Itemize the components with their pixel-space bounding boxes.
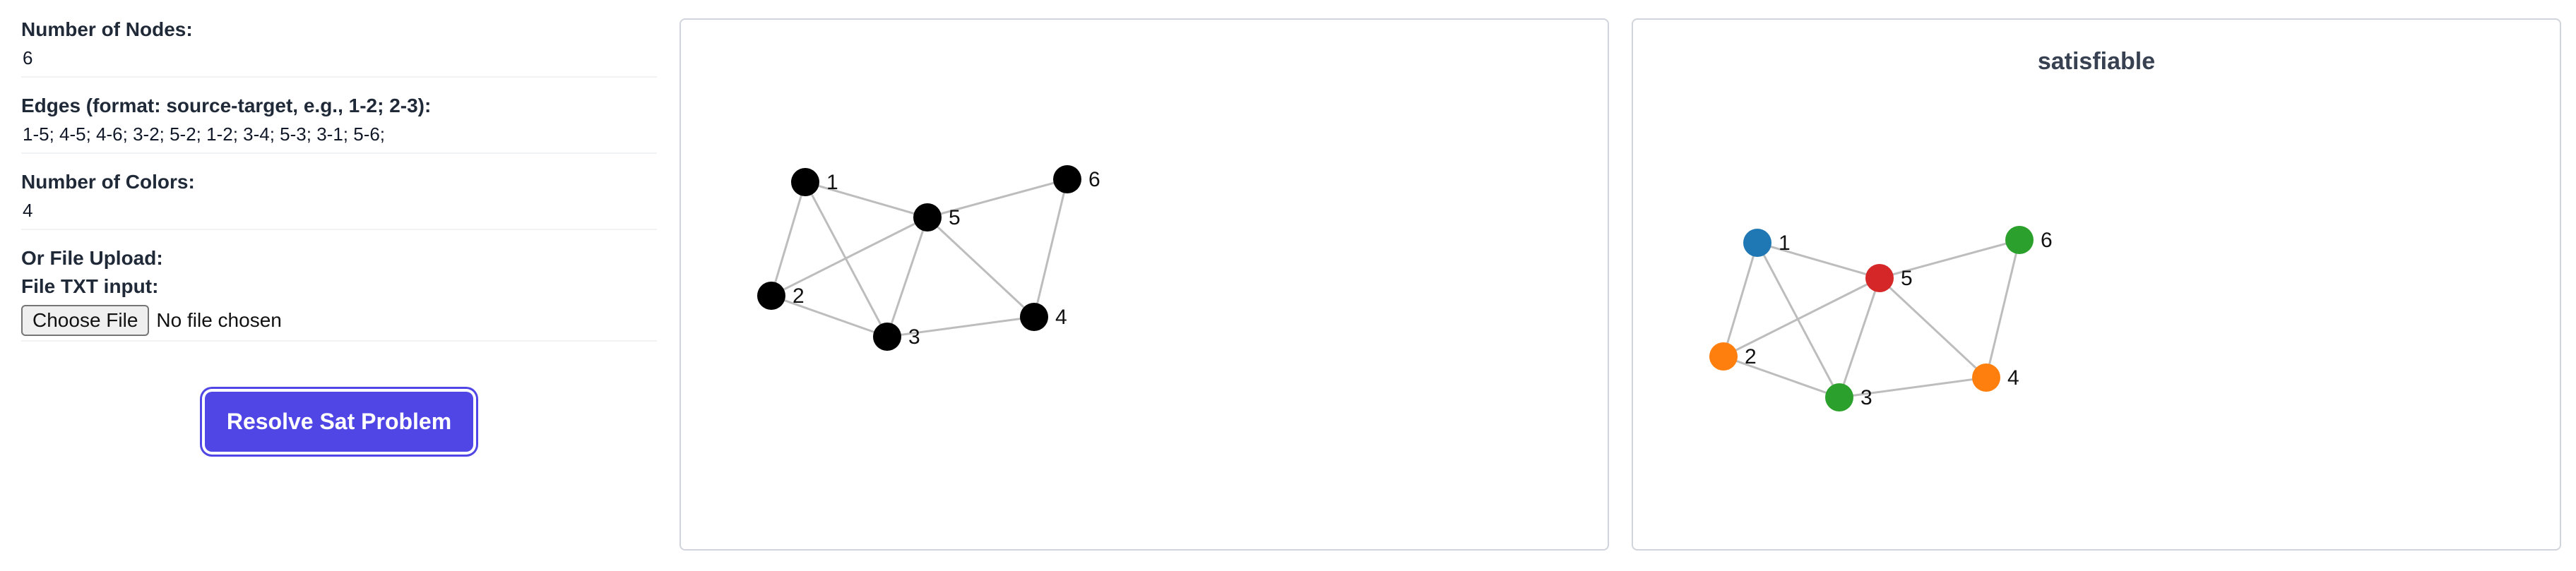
node-label-5: 5 [949, 206, 961, 229]
node-1 [791, 168, 819, 196]
node-3 [1825, 383, 1853, 411]
edge-5-6 [1879, 239, 2020, 280]
node-4 [1972, 363, 2000, 392]
edge-5-3 [886, 217, 929, 337]
edge-5-6 [927, 178, 1068, 219]
edge-3-4 [886, 315, 1035, 338]
input-graph: 1 2 3 4 5 6 [757, 165, 1100, 351]
node-5 [1865, 264, 1894, 292]
result-graph-panel: satisfiable 1 2 3 4 5 6 [1632, 18, 2561, 551]
edge-3-1 [1756, 242, 1841, 398]
edges-input[interactable]: 1-5; 4-5; 4-6; 3-2; 5-2; 1-2; 3-4; 5-3; … [21, 120, 657, 154]
node-label-1: 1 [826, 171, 838, 194]
edge-4-5 [926, 216, 1035, 318]
file-input-label: File TXT input: [21, 275, 159, 297]
input-form: Number of Nodes: 6 Edges (format: source… [21, 16, 657, 342]
file-input: Choose File No file chosen [21, 301, 657, 342]
nodes-label: Number of Nodes: [21, 18, 193, 40]
edge-3-4 [1839, 376, 1987, 399]
node-1 [1743, 229, 1771, 257]
result-title: satisfiable [2037, 48, 2156, 75]
node-label-2: 2 [1745, 345, 1757, 368]
node-label-4: 4 [1055, 306, 1067, 329]
node-6 [1053, 165, 1081, 193]
node-label-2: 2 [793, 284, 805, 308]
result-graph: 1 2 3 4 5 6 [1709, 226, 2053, 411]
nodes-input[interactable]: 6 [21, 44, 657, 78]
edge-1-2 [1722, 242, 1759, 357]
node-5 [913, 203, 942, 232]
node-label-3: 3 [908, 325, 920, 349]
edge-5-2 [1723, 277, 1880, 358]
edge-4-6 [1985, 239, 2021, 378]
choose-file-button[interactable]: Choose File [21, 305, 150, 336]
node-label-1: 1 [1779, 232, 1791, 255]
edge-1-5 [1757, 241, 1880, 280]
edge-3-2 [1723, 355, 1840, 399]
node-label-6: 6 [1088, 168, 1100, 191]
node-label-5: 5 [1901, 267, 1913, 290]
node-2 [757, 282, 785, 310]
colors-input[interactable]: 4 [21, 196, 657, 230]
node-4 [1020, 303, 1048, 331]
edge-4-6 [1033, 179, 1069, 318]
node-label-3: 3 [1860, 386, 1872, 409]
node-3 [873, 323, 901, 351]
edge-4-5 [1878, 277, 1988, 379]
node-6 [2005, 226, 2034, 254]
edge-5-3 [1838, 277, 1881, 398]
resolve-sat-button[interactable]: Resolve Sat Problem [205, 392, 473, 452]
node-2 [1709, 342, 1738, 371]
upload-label: Or File Upload: [21, 247, 163, 269]
edge-1-2 [770, 181, 807, 296]
edge-3-2 [771, 294, 888, 338]
edge-1-5 [805, 181, 928, 219]
edge-5-2 [771, 216, 928, 297]
input-graph-panel: 1 2 3 4 5 6 [679, 18, 1609, 551]
node-label-4: 4 [2007, 366, 2019, 390]
edge-3-1 [804, 181, 889, 337]
edges-label: Edges (format: source-target, e.g., 1-2;… [21, 95, 432, 116]
colors-label: Number of Colors: [21, 171, 195, 193]
file-status: No file chosen [156, 309, 282, 331]
node-label-6: 6 [2041, 229, 2053, 252]
